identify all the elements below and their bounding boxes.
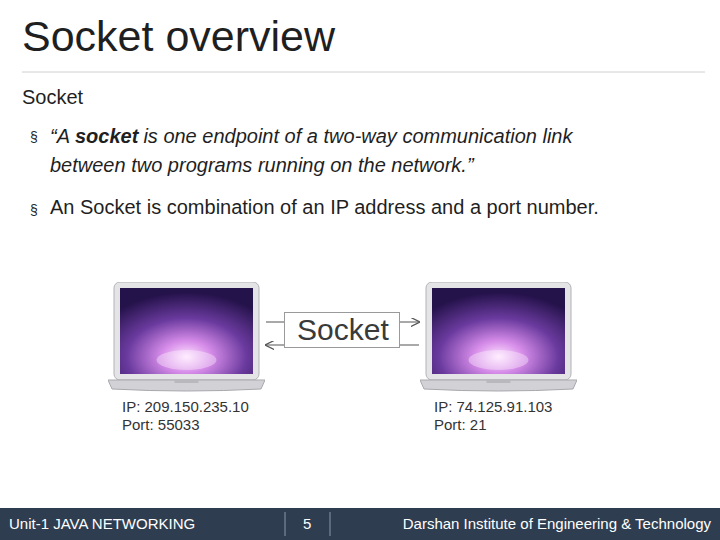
footer-bar [0,508,720,540]
footer-separator [330,512,331,536]
ip-address: IP: 74.125.91.103 [434,398,577,416]
laptop-illustration [420,282,577,394]
slide-title: Socket overview [22,12,335,61]
laptop-node: IP: 74.125.91.103Port: 21 [420,282,577,434]
footer-institute: Darshan Institute of Engineering & Techn… [403,515,711,532]
subheading: Socket [22,86,83,109]
page-number: 5 [303,515,311,532]
bullet-symbol: § [30,196,38,225]
bullet-quote: “Asocketis one endpoint of a two-way com… [50,122,650,180]
port-number: Port: 55033 [122,416,265,434]
footer-separator [285,512,286,536]
laptop-node: IP: 209.150.235.10Port: 55033 [108,282,265,434]
quote-text: “A [50,125,70,147]
bullet-text: An Socket is combination of an IP addres… [50,193,599,222]
footer-unit: Unit-1 JAVA NETWORKING [9,515,195,532]
port-number: Port: 21 [434,416,577,434]
bullet-symbol: § [30,123,38,152]
quote-keyword: socket [75,125,138,147]
ip-address: IP: 209.150.235.10 [122,398,265,416]
socket-box: Socket [284,312,400,348]
laptop-illustration [108,282,265,394]
title-rule [22,72,705,73]
box-label: Socket [297,314,389,346]
